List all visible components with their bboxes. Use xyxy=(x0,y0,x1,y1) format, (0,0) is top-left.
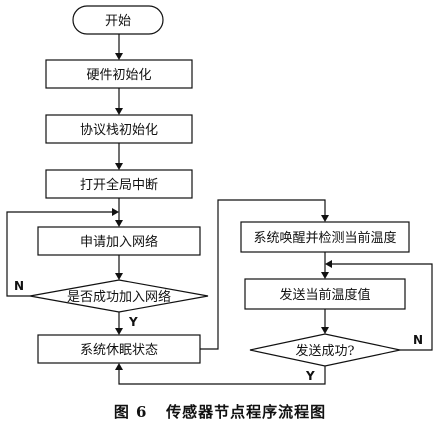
hardware-init-label: 硬件初始化 xyxy=(86,68,151,83)
hardware-init-node: 硬件初始化 xyxy=(45,59,193,89)
main-connectors xyxy=(115,34,123,335)
join-yes-label: Y xyxy=(128,315,138,329)
send-retry-loop xyxy=(325,260,433,351)
join-success-label: 是否成功加入网络 xyxy=(67,289,171,305)
stack-init-node: 协议栈初始化 xyxy=(45,114,193,144)
send-temp-label: 发送当前温度值 xyxy=(279,287,370,303)
send-no-label: N xyxy=(413,333,423,347)
sleep-state-label: 系统休眠状态 xyxy=(80,343,158,358)
wake-detect-label: 系统唤醒并检测当前温度 xyxy=(253,230,396,246)
send-success-label: 发送成功? xyxy=(296,343,355,359)
enable-interrupt-node: 打开全局中断 xyxy=(45,169,193,199)
join-network-node: 申请加入网络 xyxy=(37,226,201,256)
join-no-label: N xyxy=(14,279,24,293)
sleep-state-node: 系统休眠状态 xyxy=(37,334,201,364)
join-success-decision: 是否成功加入网络 xyxy=(29,279,209,313)
sleep-to-wake-connector xyxy=(200,199,329,350)
send-success-decision: 发送成功? xyxy=(249,333,401,367)
right-connectors xyxy=(321,252,329,334)
send-yes-label: Y xyxy=(305,369,315,383)
enable-interrupt-label: 打开全局中断 xyxy=(80,177,158,193)
stack-init-label: 协议栈初始化 xyxy=(80,123,158,138)
figure-caption: 图 6 传感器节点程序流程图 xyxy=(114,403,326,421)
send-temp-node: 发送当前温度值 xyxy=(244,278,406,310)
send-success-to-sleep-connector xyxy=(115,363,326,385)
join-retry-loop xyxy=(6,208,119,297)
start-node: 开始 xyxy=(72,5,164,35)
start-label: 开始 xyxy=(105,14,131,29)
join-network-label: 申请加入网络 xyxy=(80,234,158,250)
wake-detect-node: 系统唤醒并检测当前温度 xyxy=(240,221,410,253)
